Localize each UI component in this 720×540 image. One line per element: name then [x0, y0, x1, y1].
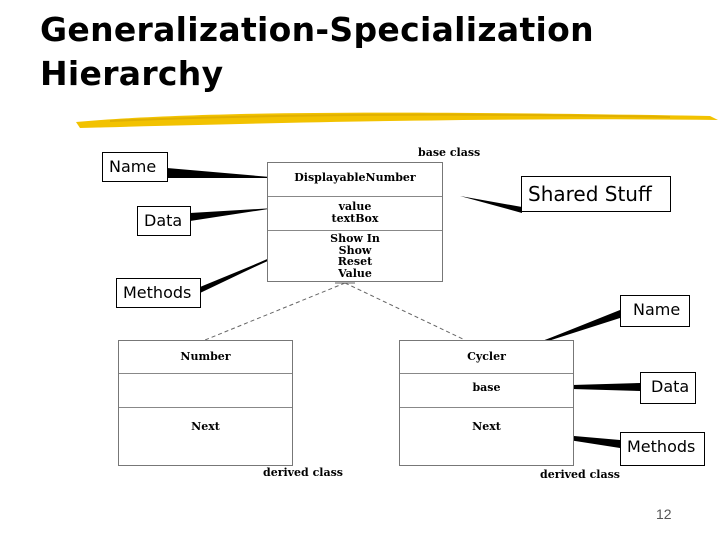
callout-data-left: Data [137, 206, 191, 236]
derived-left-caption: derived class [263, 466, 343, 479]
base-class-box: DisplayableNumber value textBox Show In … [267, 162, 443, 282]
callout-shared-stuff: Shared Stuff [521, 176, 671, 212]
base-method-item: Reset [337, 255, 373, 268]
base-class-name: DisplayableNumber [268, 163, 442, 197]
derived-right-data-item: base [472, 381, 501, 394]
base-data-item: textBox [331, 212, 379, 225]
slide-title: Generalization-Specialization Hierarchy [40, 8, 594, 96]
callout-data-right: Data [640, 372, 696, 404]
page-number: 12 [656, 506, 672, 522]
title-underline [76, 112, 718, 128]
derived-left-data [119, 374, 292, 408]
callout-name-right: Name [620, 295, 690, 327]
title-line-2: Hierarchy [40, 54, 224, 93]
derived-right-method-item: Next [472, 420, 501, 433]
base-method-item: Show In [330, 232, 380, 245]
derived-right-data: base [400, 374, 573, 408]
derived-left-name: Number [119, 341, 292, 374]
callout-name-left: Name [102, 152, 168, 182]
base-method-item: Show [338, 243, 372, 257]
derived-left-methods: Next [119, 408, 292, 463]
derived-right-methods: Next [400, 408, 573, 463]
callout-methods-right: Methods [620, 432, 705, 466]
callout-methods-left: Methods [116, 278, 201, 308]
base-class-methods: Show In Show Reset Value [268, 231, 442, 279]
derived-right-name: Cycler [400, 341, 573, 374]
derived-class-left-box: Number Next [118, 340, 293, 466]
title-line-1: Generalization-Specialization [40, 10, 594, 49]
derived-left-method-item: Next [191, 420, 220, 433]
base-data-item: value [338, 200, 372, 213]
derived-class-right-box: Cycler base Next [399, 340, 574, 466]
base-class-caption: base class [418, 146, 481, 159]
base-method-item: Value [338, 266, 372, 280]
base-class-data: value textBox [268, 197, 442, 231]
derived-right-caption: derived class [540, 468, 620, 481]
